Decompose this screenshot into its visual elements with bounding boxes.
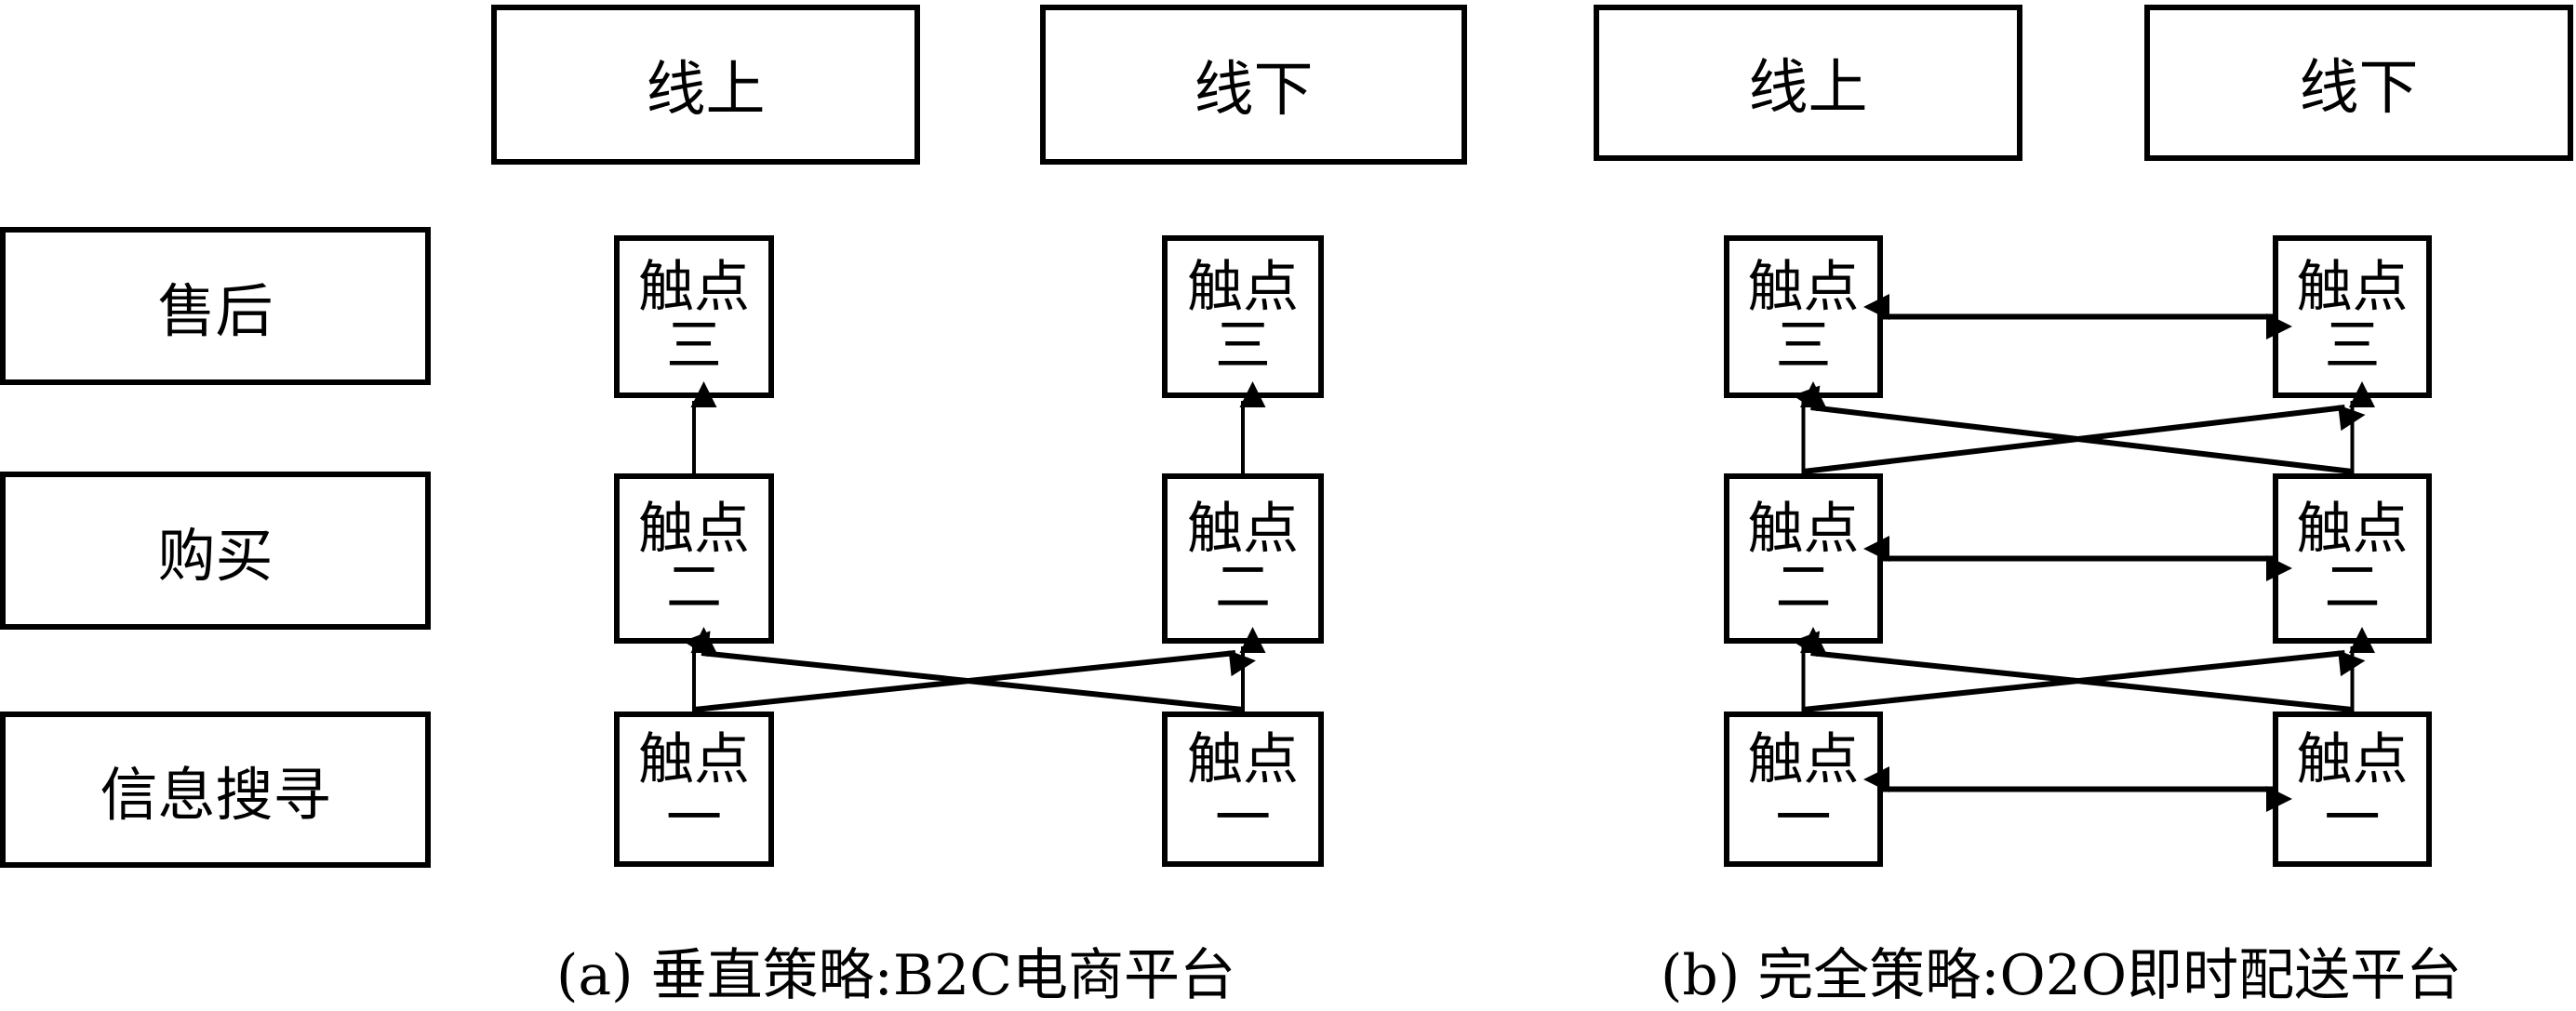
stage-info-search: 信息搜寻 <box>0 712 431 868</box>
touchpoint-number: 二 <box>1775 554 1832 620</box>
panel-a-channel-offline: 线下 <box>1040 5 1467 165</box>
touchpoint-number: 三 <box>2324 313 2381 379</box>
touchpoint-label: 触点 <box>638 726 750 792</box>
panel-a-channel-online: 线上 <box>491 5 920 165</box>
touchpoint-panel-a-online-info-search: 触点一 <box>614 712 774 867</box>
touchpoint-number: 二 <box>1215 554 1271 620</box>
channel-label: 线下 <box>1194 56 1314 125</box>
stage-after-sales: 售后 <box>0 227 431 385</box>
channel-label: 线下 <box>2299 54 2419 123</box>
stage-label: 购买 <box>157 522 274 590</box>
channel-label: 线上 <box>646 56 766 125</box>
touchpoint-number: 一 <box>666 785 722 851</box>
stage-label: 售后 <box>157 277 274 345</box>
arrow-b-cross-offline-to-online-aftersales <box>1792 385 2353 474</box>
touchpoint-number: 三 <box>1215 313 1271 379</box>
touchpoint-label: 触点 <box>638 254 750 320</box>
touchpoint-panel-b-online-after-sales: 触点三 <box>1724 235 1883 398</box>
touchpoint-panel-a-online-after-sales: 触点三 <box>614 235 774 398</box>
touchpoint-number: 一 <box>1215 785 1271 851</box>
touchpoint-label: 触点 <box>1187 254 1299 320</box>
touchpoint-label: 触点 <box>2296 496 2409 562</box>
touchpoint-label: 触点 <box>638 496 750 562</box>
panel-b-channel-offline: 线下 <box>2144 5 2573 161</box>
touchpoint-label: 触点 <box>2296 726 2409 792</box>
panel-b-channel-online: 线上 <box>1594 5 2022 161</box>
touchpoint-number: 一 <box>1775 785 1832 851</box>
channel-label: 线上 <box>1748 54 1868 123</box>
panel-a-caption: (a) 垂直策略:B2C电商平台 <box>556 943 1236 1008</box>
stage-label: 信息搜寻 <box>100 761 331 829</box>
touchpoint-label: 触点 <box>1747 726 1860 792</box>
touchpoint-panel-a-offline-purchase: 触点二 <box>1162 473 1324 644</box>
touchpoint-number: 二 <box>666 554 722 620</box>
touchpoint-panel-a-offline-info-search: 触点一 <box>1162 712 1324 867</box>
touchpoint-label: 触点 <box>2296 254 2409 320</box>
touchpoint-panel-b-online-purchase: 触点二 <box>1724 473 1883 644</box>
touchpoint-label: 触点 <box>1187 726 1299 792</box>
stage-purchase: 购买 <box>0 472 431 630</box>
touchpoint-number: 三 <box>666 313 722 379</box>
touchpoint-number: 二 <box>2324 554 2381 620</box>
touchpoint-number: 三 <box>1775 313 1832 379</box>
touchpoint-label: 触点 <box>1747 496 1860 562</box>
touchpoint-label: 触点 <box>1747 254 1860 320</box>
panel-b-caption: (b) 完全策略:O2O即时配送平台 <box>1661 943 2463 1008</box>
touchpoint-panel-b-online-info-search: 触点一 <box>1724 712 1883 867</box>
arrow-a-cross-offline-to-online-purchase <box>683 631 1244 712</box>
touchpoint-panel-a-offline-after-sales: 触点三 <box>1162 235 1324 398</box>
touchpoint-label: 触点 <box>1187 496 1299 562</box>
touchpoint-number: 一 <box>2324 785 2381 851</box>
touchpoint-panel-a-online-purchase: 触点二 <box>614 473 774 644</box>
arrow-b-cross-offline-to-online-purchase <box>1792 631 2353 712</box>
